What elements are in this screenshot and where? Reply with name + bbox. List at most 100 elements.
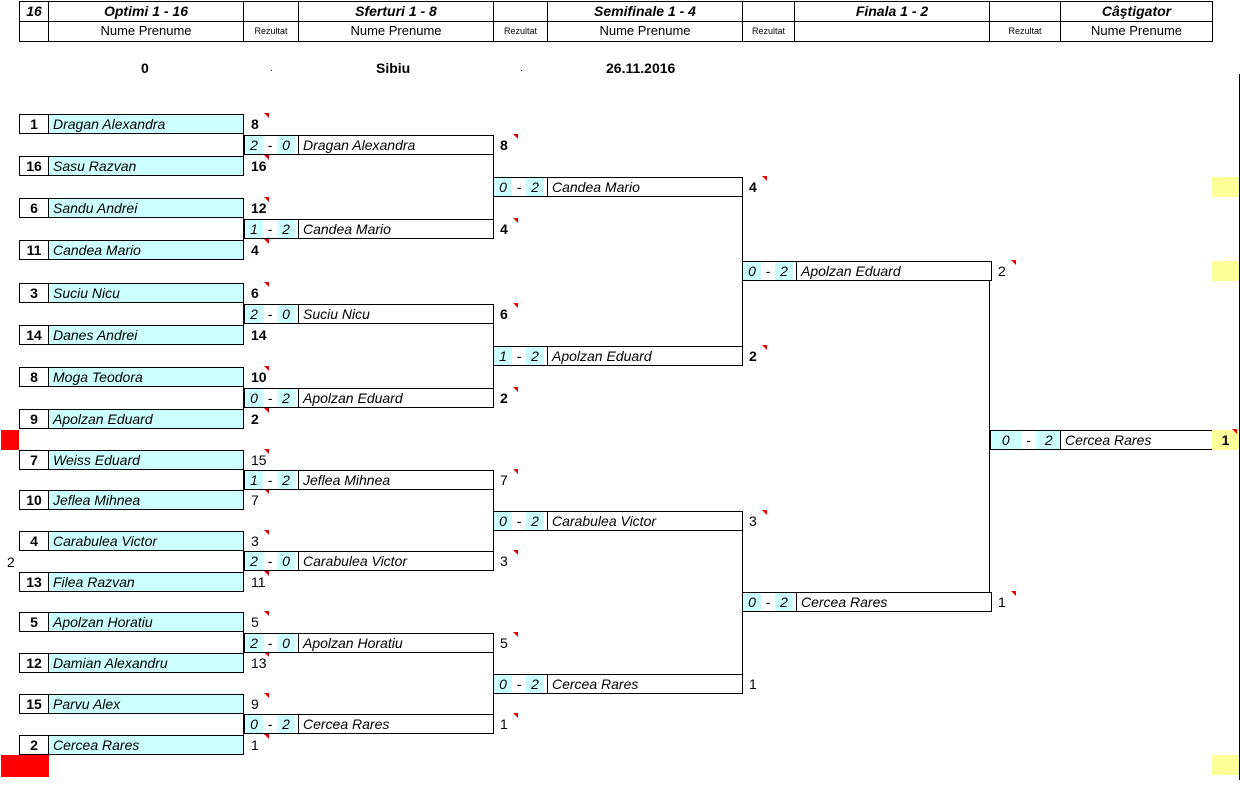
- score-b: 2: [526, 178, 544, 196]
- player-result: 10: [251, 369, 267, 385]
- score-a: 2: [245, 552, 263, 570]
- score-dash: -: [263, 305, 277, 323]
- score-a: 0: [743, 593, 761, 611]
- comment-marker: [513, 550, 518, 555]
- score-dash: -: [263, 136, 277, 154]
- info-dot2: .: [520, 63, 523, 74]
- match-score: 0-2: [244, 714, 299, 734]
- winner-name: Cercea Rares: [547, 674, 743, 694]
- comment-marker: [264, 197, 269, 202]
- comment-marker: [1232, 429, 1237, 434]
- score-b: 2: [526, 512, 544, 530]
- match-score: 0-2: [493, 674, 548, 694]
- winner-name: Apolzan Eduard: [796, 261, 992, 281]
- player-result: 15: [251, 452, 267, 468]
- score-dash: -: [761, 593, 775, 611]
- seed-number: 1: [19, 114, 49, 134]
- score-dash: -: [263, 715, 277, 733]
- seed-number: 11: [19, 240, 49, 260]
- player-result: 6: [251, 285, 259, 301]
- match-score: 2-0: [244, 135, 299, 155]
- match-result: 1: [998, 594, 1006, 610]
- comment-marker: [264, 571, 269, 576]
- player-name: Parvu Alex: [48, 694, 244, 714]
- subheader-result4: Rezultat: [989, 21, 1061, 42]
- winner-name: Candea Mario: [547, 177, 743, 197]
- match-result: 2: [500, 390, 508, 406]
- winner-name: Carabulea Victor: [547, 511, 743, 531]
- score-a: 0: [245, 389, 263, 407]
- match-result: 3: [749, 513, 757, 529]
- red-marker-2: [1, 755, 49, 777]
- match-result: 5: [500, 635, 508, 651]
- match-score: 1-2: [493, 346, 548, 366]
- player-name: Candea Mario: [48, 240, 244, 260]
- match-result: 1: [749, 676, 757, 692]
- player-result: 7: [251, 492, 259, 508]
- winner-name: Apolzan Eduard: [298, 388, 494, 408]
- score-a: 1: [494, 347, 512, 365]
- comment-marker: [264, 239, 269, 244]
- player-result: 14: [251, 327, 267, 343]
- score-dash: -: [1020, 431, 1037, 449]
- header-round2: Sferturi 1 - 8: [298, 1, 494, 22]
- score-b: 2: [526, 347, 544, 365]
- score-b: 2: [1036, 431, 1061, 449]
- side-number: 2: [7, 554, 15, 570]
- player-result: 1: [251, 737, 259, 753]
- match-result: 2: [749, 348, 757, 364]
- score-dash: -: [512, 178, 526, 196]
- player-name: Cercea Rares: [48, 735, 244, 755]
- bracket-connector: [243, 386, 244, 410]
- player-name: Sasu Razvan: [48, 156, 244, 176]
- score-b: 0: [277, 634, 295, 652]
- score-dash: -: [512, 675, 526, 693]
- match-result: 2: [998, 263, 1006, 279]
- seed-number: 8: [19, 367, 49, 387]
- score-dash: -: [512, 512, 526, 530]
- score-b: 2: [775, 593, 793, 611]
- bracket-connector: [493, 154, 494, 220]
- comment-marker: [513, 134, 518, 139]
- player-name: Damian Alexandru: [48, 653, 244, 673]
- comment-marker: [513, 303, 518, 308]
- score-b: 0: [277, 136, 295, 154]
- match-result: 8: [500, 137, 508, 153]
- score-a: 1: [245, 471, 263, 489]
- comment-marker: [264, 489, 269, 494]
- score-b: 2: [277, 389, 295, 407]
- comment-marker: [762, 510, 767, 515]
- header-winner: Câştigator: [1060, 1, 1213, 22]
- score-a: 0: [245, 715, 263, 733]
- seed-number: 9: [19, 409, 49, 429]
- subheader-name-winner: Nume Prenume: [1060, 21, 1213, 42]
- player-name: Apolzan Horatiu: [48, 612, 244, 632]
- player-name: Danes Andrei: [48, 325, 244, 345]
- player-name: Weiss Eduard: [48, 450, 244, 470]
- player-result: 13: [251, 655, 267, 671]
- comment-marker: [513, 469, 518, 474]
- subheader-result3: Rezultat: [742, 21, 795, 42]
- comment-marker: [264, 366, 269, 371]
- header-count: 16: [19, 1, 49, 22]
- comment-marker: [264, 282, 269, 287]
- player-name: Apolzan Eduard: [48, 409, 244, 429]
- bracket-connector: [243, 302, 244, 326]
- player-name: Carabulea Victor: [48, 531, 244, 551]
- comment-marker: [264, 734, 269, 739]
- subheader-blank4: [794, 21, 990, 42]
- score-b: 0: [277, 305, 295, 323]
- winner-name: Suciu Nicu: [298, 304, 494, 324]
- winner-name: Cercea Rares: [298, 714, 494, 734]
- player-result: 9: [251, 696, 259, 712]
- score-b: 2: [775, 262, 793, 280]
- seed-number: 6: [19, 198, 49, 218]
- score-a: 0: [494, 675, 512, 693]
- match-score: 2-0: [244, 633, 299, 653]
- player-result: 16: [251, 158, 267, 174]
- match-result: 4: [749, 179, 757, 195]
- score-a: 1: [245, 220, 263, 238]
- score-dash: -: [263, 220, 277, 238]
- comment-marker: [264, 113, 269, 118]
- match-score: 2-0: [244, 304, 299, 324]
